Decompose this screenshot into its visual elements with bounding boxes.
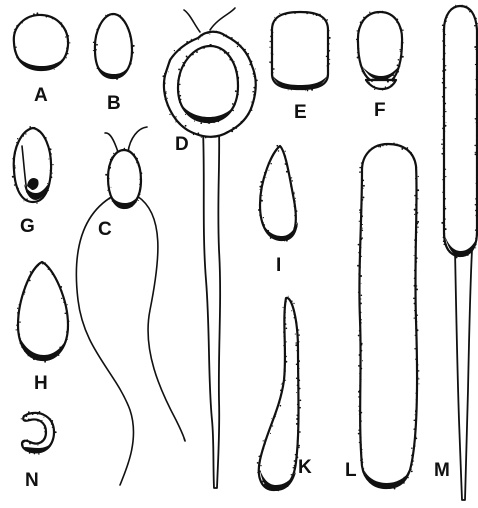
- label-i: I: [276, 255, 281, 276]
- cell-k: K: [257, 296, 312, 492]
- label-m: M: [434, 460, 450, 481]
- label-k: K: [298, 457, 312, 478]
- cell-f: F: [356, 11, 404, 121]
- label-c: C: [98, 219, 112, 240]
- cell-e: E: [269, 11, 330, 123]
- label-b: B: [107, 93, 121, 114]
- cell-b: B: [93, 13, 135, 114]
- label-g: G: [20, 216, 35, 237]
- cell-a: A: [13, 12, 70, 106]
- cell-d: D: [162, 8, 257, 488]
- label-h: H: [34, 373, 48, 394]
- label-a: A: [34, 85, 48, 106]
- cell-h: H: [16, 262, 70, 394]
- cell-l: L: [345, 142, 419, 489]
- label-e: E: [294, 102, 307, 123]
- label-f: F: [374, 100, 386, 121]
- cell-n: N: [21, 411, 57, 491]
- cell-m: M: [434, 5, 478, 500]
- cell-i: I: [258, 145, 298, 276]
- label-l: L: [345, 460, 357, 481]
- label-n: N: [25, 470, 39, 491]
- cell-g: G: [12, 126, 54, 237]
- label-d: D: [175, 134, 189, 155]
- cell-c: C: [76, 127, 185, 485]
